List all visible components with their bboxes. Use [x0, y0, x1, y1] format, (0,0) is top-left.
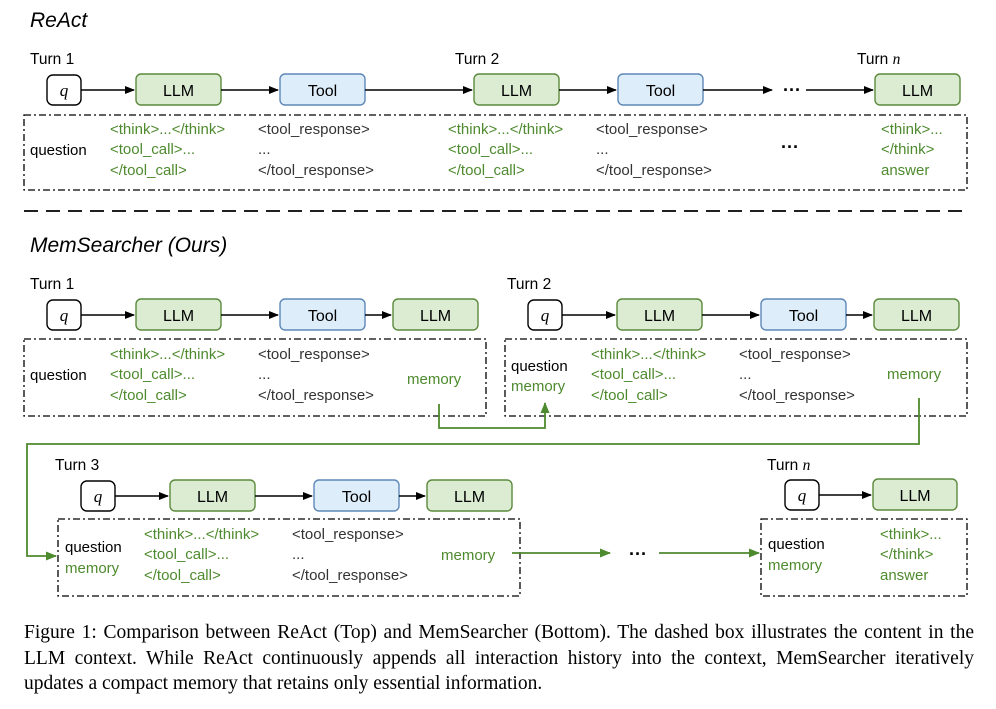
ms-turn3-label: Turn 3 — [55, 457, 99, 474]
memsearcher-title: MemSearcher (Ours) — [30, 234, 227, 257]
ms-turn2-llm-node-2 — [873, 298, 960, 331]
ms-turn3-c1-line1: <think>...</think> — [144, 526, 259, 543]
react-turnn-label: Turn n — [857, 51, 901, 68]
ms-turn3-c2-line2: ... — [292, 546, 305, 563]
react-llm-label-n: LLM — [902, 83, 933, 100]
react-llm-node-n — [874, 73, 961, 106]
ms-turn1-question: question — [30, 367, 87, 384]
ms-turn1-query-symbol: q — [60, 306, 69, 325]
react-llm-label-2: LLM — [501, 83, 532, 100]
react-context-ellipsis: ··· — [781, 137, 799, 157]
ms-turn2-c1-line3: </tool_call> — [591, 387, 668, 404]
ms-turn3-question: question — [65, 539, 122, 556]
ms-turn1-memory-out: memory — [407, 371, 462, 388]
react-context-col2: <tool_response> ... </tool_response> — [258, 121, 374, 179]
react-c1-line2: <tool_call>... — [110, 141, 195, 158]
ms-turn3-llm-label-2: LLM — [454, 489, 485, 506]
ms-turn2-llm-label-2: LLM — [901, 308, 932, 325]
ms-turn3-llm-label-1: LLM — [197, 489, 228, 506]
ms-turn2-c2-line1: <tool_response> — [739, 346, 851, 363]
react-ellipsis-top: ··· — [783, 80, 801, 100]
ms-turn2-question: question — [511, 358, 568, 375]
react-turn1-label: Turn 1 — [30, 51, 74, 68]
react-title: ReAct — [30, 9, 88, 32]
ms-turn1-c1-line3: </tool_call> — [110, 387, 187, 404]
ms-turn1-c1-line1: <think>...</think> — [110, 346, 225, 363]
ms-turnn-label: Turn n — [767, 457, 811, 474]
ms-turn3-llm-node-2 — [426, 479, 513, 512]
react-c4-line2: ... — [596, 141, 609, 158]
ms-turnn-c1-line2: </think> — [880, 546, 934, 563]
ms-turn3-context-box — [57, 518, 521, 597]
ms-turnn-llm-label: LLM — [899, 488, 930, 505]
react-c6-line1: <think>... — [881, 121, 943, 138]
ms-turn2-label: Turn 2 — [507, 276, 551, 293]
ms-turn3-c1-line2: <tool_call>... — [144, 546, 229, 563]
ms-turn3-query-symbol: q — [94, 487, 103, 506]
react-c3-line3: </tool_call> — [448, 162, 525, 179]
react-context-col3: <think>...</think> <tool_call>... </tool… — [448, 121, 563, 179]
react-c6-line2: </think> — [881, 141, 935, 158]
ms-turnn-question: question — [768, 536, 825, 553]
react-llm-label-1: LLM — [163, 83, 194, 100]
ms-turnn-query-symbol: q — [798, 486, 807, 505]
ms-turn2-c1-line1: <think>...</think> — [591, 346, 706, 363]
ms-turn1-c1-line2: <tool_call>... — [110, 366, 195, 383]
ms-turn2-query-symbol: q — [541, 306, 550, 325]
ms-turn2-memory-in: memory — [511, 378, 566, 395]
ms-turn3-memory-out: memory — [441, 547, 496, 564]
ms-turn2-c2-line3: </tool_response> — [739, 387, 855, 404]
ms-turn1-context-box — [23, 338, 487, 417]
ms-turn3-c2-line3: </tool_response> — [292, 567, 408, 584]
ms-turn3-tool-label: Tool — [342, 489, 371, 506]
react-query-symbol: q — [60, 81, 69, 100]
ms-turn2-context-box — [504, 338, 968, 417]
react-c3-line2: <tool_call>... — [448, 141, 533, 158]
ms-turn1-llm-label-1: LLM — [163, 308, 194, 325]
react-tool-label-1: Tool — [308, 83, 337, 100]
ms-turn3-c2-line1: <tool_response> — [292, 526, 404, 543]
react-c2-line3: </tool_response> — [258, 162, 374, 179]
react-c6-line3: answer — [881, 162, 929, 179]
ms-turn2-tool-label: Tool — [789, 308, 818, 325]
ms-turn2-llm-label-1: LLM — [644, 308, 675, 325]
ms-turn2-c2-line2: ... — [739, 366, 752, 383]
ms-turnn-c1-line3: answer — [880, 567, 928, 584]
react-c1-line1: <think>...</think> — [110, 121, 225, 138]
react-c2-line2: ... — [258, 141, 271, 158]
react-context-col4: <tool_response> ... </tool_response> — [596, 121, 712, 179]
figure-caption: Figure 1: Comparison between ReAct (Top)… — [24, 622, 974, 694]
react-context-box — [23, 114, 968, 191]
react-c4-line1: <tool_response> — [596, 121, 708, 138]
react-turn2-label: Turn 2 — [455, 51, 499, 68]
ms-memory-arrow-1-to-2 — [438, 402, 550, 429]
ms-turn2-memory-out: memory — [887, 366, 942, 383]
ms-turn1-llm-node-2 — [392, 298, 479, 331]
ms-turn1-c2-line1: <tool_response> — [258, 346, 370, 363]
ms-turn1-label: Turn 1 — [30, 276, 74, 293]
ms-turn1-llm-label-2: LLM — [420, 308, 451, 325]
react-context-col6: <think>... </think> answer — [881, 121, 943, 179]
ms-turn2-c1-line2: <tool_call>... — [591, 366, 676, 383]
react-c3-line1: <think>...</think> — [448, 121, 563, 138]
react-c2-line1: <tool_response> — [258, 121, 370, 138]
react-context-question: question — [30, 142, 87, 159]
ms-turn1-c2-line3: </tool_response> — [258, 387, 374, 404]
react-tool-label-2: Tool — [646, 83, 675, 100]
ms-turn1-tool-label: Tool — [308, 308, 337, 325]
diagram-canvas: ReAct Turn 1 Turn 2 Turn n q LLM Tool LL… — [23, 9, 968, 597]
ms-turnn-memory-in: memory — [768, 557, 823, 574]
react-c1-line3: </tool_call> — [110, 162, 187, 179]
ms-turn1-c2-line2: ... — [258, 366, 271, 383]
ms-memory-arrow-2-to-3 — [26, 398, 920, 561]
ms-turn3-memory-in: memory — [65, 560, 120, 577]
ms-ellipsis: ··· — [629, 544, 647, 564]
ms-turnn-context-box — [760, 518, 968, 597]
ms-turnn-c1-line1: <think>... — [880, 526, 942, 543]
ms-turn3-c1-line3: </tool_call> — [144, 567, 221, 584]
react-context-col1: <think>...</think> <tool_call>... </tool… — [110, 121, 225, 179]
react-c4-line3: </tool_response> — [596, 162, 712, 179]
ms-turnn-llm-node — [872, 478, 958, 511]
